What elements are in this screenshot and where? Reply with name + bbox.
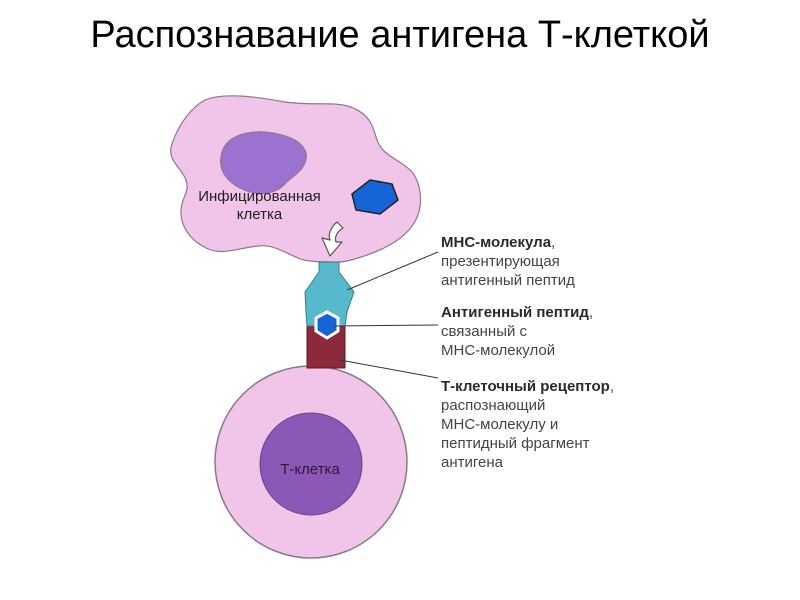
antigen-hexagon [351, 179, 399, 215]
t-cell-label: Т-клетка [280, 461, 340, 478]
leader-line-tcr [339, 359, 439, 379]
antigen-peptide-label: Антигенный пептид, связанный с МНС-молек… [441, 304, 594, 359]
t-cell-receptor-label: Т-клеточный рецептор, распознающий МНС-м… [441, 378, 615, 471]
mhc-molecule-label: МНС-молекула, презентирующая антигенный … [441, 234, 575, 289]
slide-title: Распознавание антигена Т-клеткой [90, 14, 710, 56]
infected-cell [170, 95, 422, 263]
leader-line-mhc [346, 251, 439, 291]
leader-line-peptide [333, 324, 439, 327]
antigen-peptide [314, 310, 340, 340]
infected-cell-nucleus [220, 131, 307, 195]
transport-arrow-icon [321, 221, 344, 257]
t-cell-nucleus [259, 412, 363, 516]
infected-cell-label: Инфицированная клетка [198, 188, 321, 223]
